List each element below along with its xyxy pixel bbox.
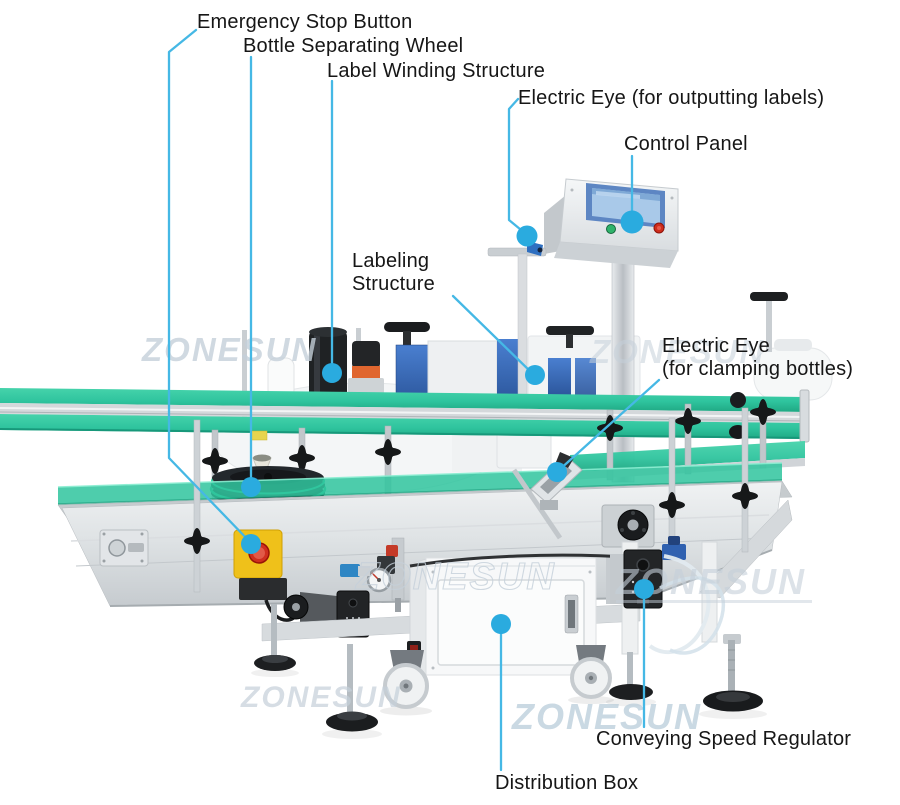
- callout-distribution-box: Distribution Box: [495, 772, 638, 795]
- dot-control-panel: [620, 210, 644, 234]
- dot-electric-eye-output: [516, 225, 538, 247]
- callout-electric-eye-outputting: Electric Eye (for outputting labels): [518, 87, 824, 110]
- watermark: ZONESUN: [141, 331, 317, 368]
- callout-text: Electric Eye (for outputting labels): [518, 87, 825, 109]
- dot-bottle-separating-wheel: [241, 477, 261, 497]
- speed-dial: [636, 558, 650, 572]
- watermarks: ZONESUN ZONESUN ZONESUN ZONESUN ZONESUN …: [141, 331, 812, 737]
- callout-text: Structure: [352, 273, 435, 295]
- watermark: ZONESUN: [589, 333, 765, 370]
- leader-electric-eye-clamping: [556, 378, 661, 473]
- dot-electric-eye-clamping: [547, 462, 567, 482]
- callout-text: Emergency Stop Button: [197, 11, 413, 33]
- leader-labeling-structure: [451, 294, 535, 376]
- callout-text: (for clamping bottles): [662, 358, 854, 380]
- watermark: ZONESUN: [240, 681, 402, 714]
- watermark: ZONESUN: [355, 556, 556, 598]
- touchscreen: [586, 183, 665, 228]
- dot-labeling-structure: [525, 365, 545, 385]
- callout-emergency-stop-button: Emergency Stop Button: [197, 11, 412, 34]
- dot-emergency-stop: [241, 534, 261, 554]
- callout-text: Electric Eye: [662, 335, 770, 357]
- callout-control-panel: Control Panel: [624, 133, 748, 156]
- panel-green-button: [606, 224, 616, 234]
- callout-conveying-speed-regulator: Conveying Speed Regulator: [596, 728, 851, 751]
- dot-label-winding: [322, 363, 342, 383]
- front-guide-rail: [58, 463, 782, 504]
- pressure-regulator: [340, 537, 405, 612]
- callout-dots: [241, 210, 654, 634]
- callout-electric-eye-clamping: Electric Eye (for clamping bottles): [662, 335, 853, 381]
- dot-distribution-box: [491, 614, 511, 634]
- leader-emergency-stop: [167, 28, 253, 545]
- callout-text: Distribution Box: [495, 772, 639, 794]
- callout-label-winding-structure: Label Winding Structure: [327, 60, 545, 83]
- callout-text: Label Winding Structure: [327, 60, 546, 82]
- callout-bottle-separating-wheel: Bottle Separating Wheel: [243, 35, 463, 58]
- distribution-box-door: [437, 579, 585, 666]
- callout-text: Bottle Separating Wheel: [243, 35, 464, 57]
- watermark: ZONESUN: [511, 696, 702, 737]
- callout-labeling-structure: Labeling Structure: [352, 250, 435, 296]
- leader-electric-eye-output: [507, 97, 528, 236]
- dot-conveying-speed: [634, 579, 654, 599]
- callout-text: Conveying Speed Regulator: [596, 728, 852, 750]
- callout-text: Labeling: [352, 250, 430, 272]
- front-adjustment-knobs: [184, 407, 758, 593]
- callout-text: Control Panel: [624, 133, 748, 155]
- rail-adjustment-knobs: [202, 399, 776, 507]
- leader-lines: [167, 28, 661, 772]
- casters: [380, 645, 614, 716]
- distribution-box: [407, 553, 643, 676]
